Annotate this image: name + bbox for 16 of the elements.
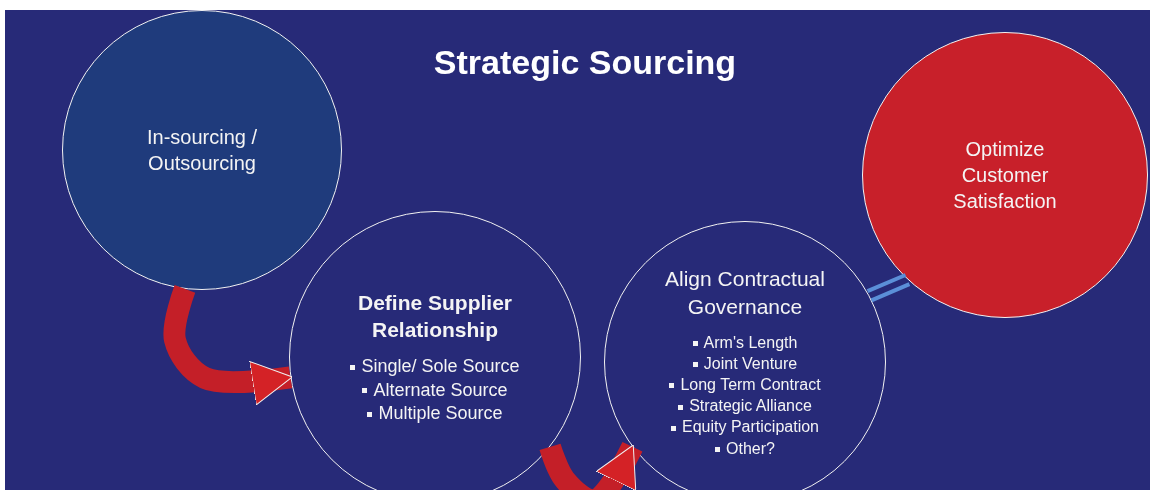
stage-heading: Align Contractual Governance [664,266,826,320]
bullet-item: Multiple Source [367,402,503,426]
bullet-item: Alternate Source [362,378,508,402]
bullet-item: Joint Venture [692,353,798,375]
stage-label: In-sourcing / Outsourcing [145,125,259,176]
curved-arrow [539,441,643,490]
bullet-item: Equity Participation [671,416,819,438]
bullet-item: Arm's Length [692,331,798,354]
bullet-item: Strategic Alliance [678,395,812,417]
bullet-item: Single/ Sole Source [350,355,520,379]
equals-connector [865,273,912,303]
diagram-title: Strategic Sourcing [432,43,738,82]
bullet-item: Long Term Contract [669,374,821,396]
stage-label: Optimize Customer Satisfaction [952,137,1058,214]
stage-heading: Define Supplier Relationship [357,289,513,343]
bullet-item: Other? [715,437,775,459]
